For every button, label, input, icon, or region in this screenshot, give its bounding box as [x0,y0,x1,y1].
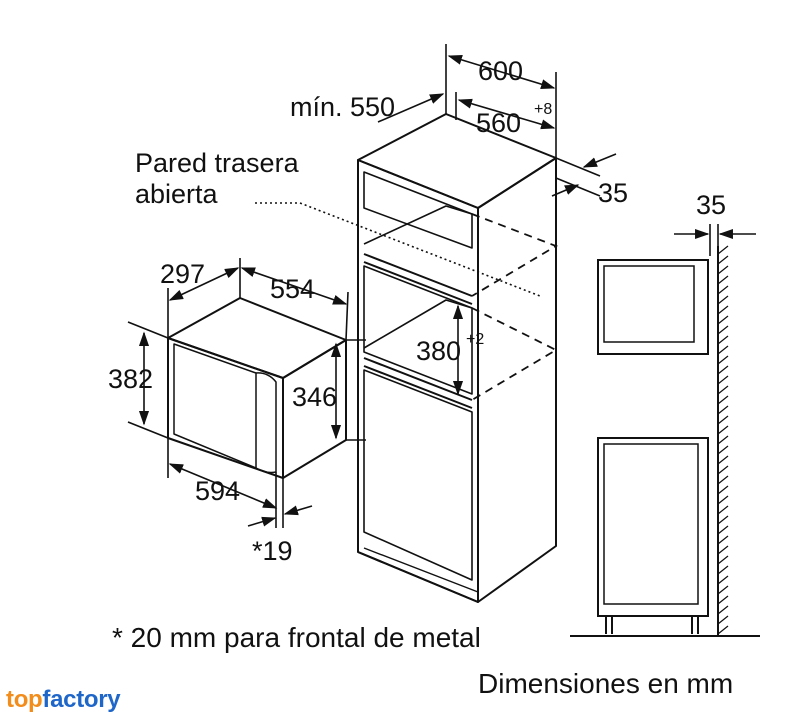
cabinet-front [357,159,479,603]
dim-niche-width-tolerance: +8 [534,101,552,118]
appliance-top [167,297,347,379]
dim-app-height: 382 [108,364,153,394]
footnote-metal-front: * 20 mm para frontal de metal [112,622,481,653]
dim-app-depth: 297 [160,259,205,289]
dim-niche-height: 380 [416,336,461,366]
cabinet-drawing [357,113,557,603]
dim-niche-width: 560 [476,108,521,138]
appliance-dimensions [127,258,366,528]
pared-leader [255,202,541,297]
brand-logo-part2: factory [42,686,121,713]
label-pared-line2: abierta [135,179,219,209]
cabinet-top [357,113,557,209]
units-label: Dimensiones en mm [478,668,734,699]
dim-app-width-top: 554 [270,274,315,304]
dim-frame-offset: *19 [252,536,293,566]
dim-app-front-height: 346 [292,382,337,412]
brand-logo-part1: top [6,686,43,713]
dim-rear-gap-side: 35 [696,190,726,220]
dim-cab-min-depth: mín. 550 [290,92,395,122]
dim-rear-gap-top: 35 [598,178,628,208]
cabinet-dimensions [377,44,617,396]
label-pared-line1: Pared trasera [135,148,300,178]
wall-hatching [717,245,729,635]
brand-logo: topfactory [6,686,121,714]
dim-cab-width: 600 [478,56,523,86]
dim-app-width-bottom: 594 [195,476,240,506]
appliance-door-inner [173,343,257,469]
cabinet-side [477,157,557,603]
side-section-view [570,245,760,637]
dim-niche-height-tolerance: +2 [466,331,484,348]
cabinet-hidden-lines [471,213,559,401]
side-dimensions [674,224,756,256]
